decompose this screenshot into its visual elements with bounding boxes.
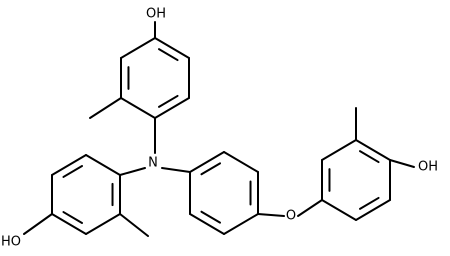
right-ring-bond (321, 199, 357, 221)
top-ring-bond (154, 97, 190, 119)
center-ring-bond (223, 151, 259, 173)
right-ring-double-bond (358, 196, 380, 210)
atom-labels: OH N HO O OH (1, 7, 438, 250)
n-center-ring-bond (161, 167, 191, 173)
left-ring-bond (51, 213, 87, 235)
nitrogen-label: N (148, 156, 158, 171)
ether-right-ring-bond (297, 199, 323, 217)
n-left-ring-bond (119, 167, 146, 176)
top-ring-double-bond (157, 94, 179, 108)
ether-oxygen-label: O (286, 209, 296, 224)
center-ring-double-bond (200, 162, 222, 176)
right-ring-bond (321, 139, 357, 161)
right-oh-bond (389, 159, 415, 168)
right-ring-bond (355, 199, 391, 221)
top-ring-bond (120, 97, 156, 119)
bond-lines (23, 21, 415, 237)
top-ring-bond (154, 37, 190, 59)
top-methyl-bond (89, 97, 122, 119)
right-ring-bond (355, 139, 391, 161)
center-ring-double-bond (200, 210, 222, 224)
top-ring-double-bond (157, 48, 179, 62)
left-methyl-bond (119, 213, 149, 237)
left-ring-double-bond (62, 165, 84, 178)
left-ring-bond (85, 213, 121, 235)
left-ring-double-bond (62, 211, 84, 224)
top-ring-bond (120, 37, 156, 59)
center-ring-bond (189, 151, 225, 173)
right-ring-double-bond (358, 150, 380, 164)
center-ring-ether-bond (257, 213, 285, 217)
center-ring-bond (189, 213, 225, 235)
center-ring-bond (223, 213, 259, 235)
oh-right-label: OH (418, 160, 438, 175)
left-ring-bond (51, 154, 87, 176)
oh-top-label: OH (146, 7, 166, 22)
left-ring-bond (85, 154, 121, 176)
ho-left-label: HO (1, 235, 21, 250)
left-oh-bond (23, 213, 53, 235)
